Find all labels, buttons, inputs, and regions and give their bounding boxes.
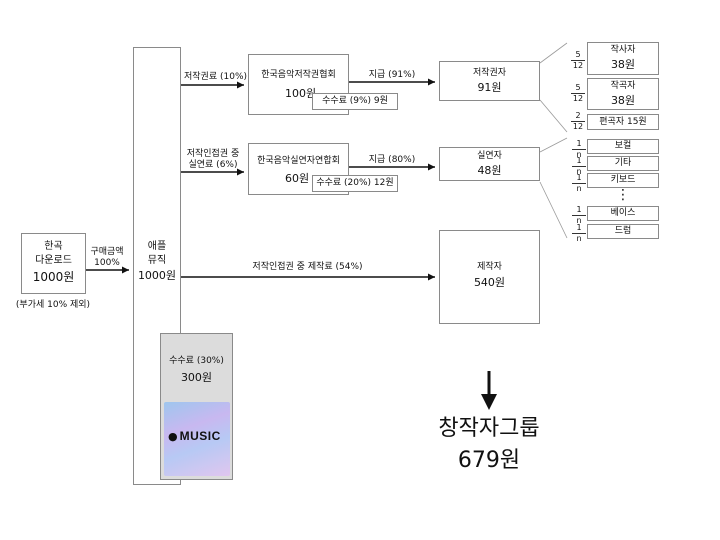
rights-holder-box (439, 61, 540, 101)
perf-fee-label-1: 저작인접권 중 (186, 149, 240, 159)
apple-music-logo-text: MUSIC (179, 429, 221, 443)
komca-payout-label: 지급 (91%) (368, 70, 416, 80)
purchase-box (21, 233, 86, 294)
fkmp-amount: 60원 (285, 172, 310, 185)
performer-box (439, 147, 540, 181)
rights-holder-amount: 91원 (477, 81, 502, 94)
producer-title: 제작자 (477, 262, 502, 272)
apple-line2: 뮤직 (147, 255, 167, 266)
copyright-fee-label: 저작권료 (10%) (184, 72, 248, 82)
composer-box (587, 78, 659, 110)
komca-name: 한국음악저작권협회 (261, 70, 336, 80)
apple-logo-icon: ● (168, 429, 178, 443)
producer-box (439, 230, 540, 324)
lyricist-role: 작사자 (610, 45, 636, 55)
purchase-price: 1000원 (32, 270, 75, 284)
composer-amount: 38원 (610, 94, 636, 107)
komca-fee-box: 수수료 (9%) 9원 (312, 93, 398, 110)
purchase-arrow-label2: 100% (94, 258, 120, 268)
producer-amount: 540원 (473, 276, 506, 289)
apple-amount: 1000원 (137, 269, 177, 282)
performer-title: 실연자 (477, 151, 502, 161)
komca-box (248, 54, 349, 115)
performer-ellipsis: ⋮ (616, 187, 630, 203)
performer-guitar: 기타 (587, 156, 659, 171)
performer-bass: 베이스 (587, 206, 659, 221)
purchase-line1: 한곡 (44, 241, 63, 252)
apple-music-logo: ● MUSIC (164, 402, 230, 476)
apple-fee-amount: 300원 (180, 371, 213, 384)
creators-group-amount: 679원 (457, 448, 521, 473)
performer-vocal: 보컬 (587, 139, 659, 154)
prod-fee-label: 저작인접권 중 제작료 (54%) (252, 262, 363, 272)
composer-role: 작곡자 (610, 81, 636, 91)
fkmp-name: 한국음악실연자연합회 (257, 156, 340, 166)
apple-line1: 애플 (147, 241, 167, 252)
lyricist-box (587, 42, 659, 75)
fkmp-payout-label: 지급 (80%) (368, 155, 416, 165)
creators-group-title: 창작자그룹 (438, 416, 540, 441)
lyricist-amount: 38원 (610, 58, 636, 71)
purchase-arrow-label1: 구매금액 (90, 247, 124, 257)
tax-note: (부가세 10% 제외) (15, 300, 91, 310)
performer-keyboard: 키보드 (587, 173, 659, 188)
rights-holder-title: 저작권자 (472, 68, 507, 78)
fan-out-lines (539, 42, 568, 239)
komca-amount: 100원 (285, 87, 317, 100)
fkmp-fee-box: 수수료 (20%) 12원 (312, 175, 398, 192)
perf-fee-label-2: 실연료 (6%) (188, 160, 238, 170)
apple-fee-label: 수수료 (30%) (169, 356, 224, 366)
performer-amount: 48원 (477, 164, 502, 177)
purchase-line2: 다운로드 (35, 255, 72, 266)
performer-drum: 드럼 (587, 224, 659, 239)
creators-down-arrow (481, 371, 497, 410)
arranger-box: 편곡자 15원 (587, 114, 659, 130)
